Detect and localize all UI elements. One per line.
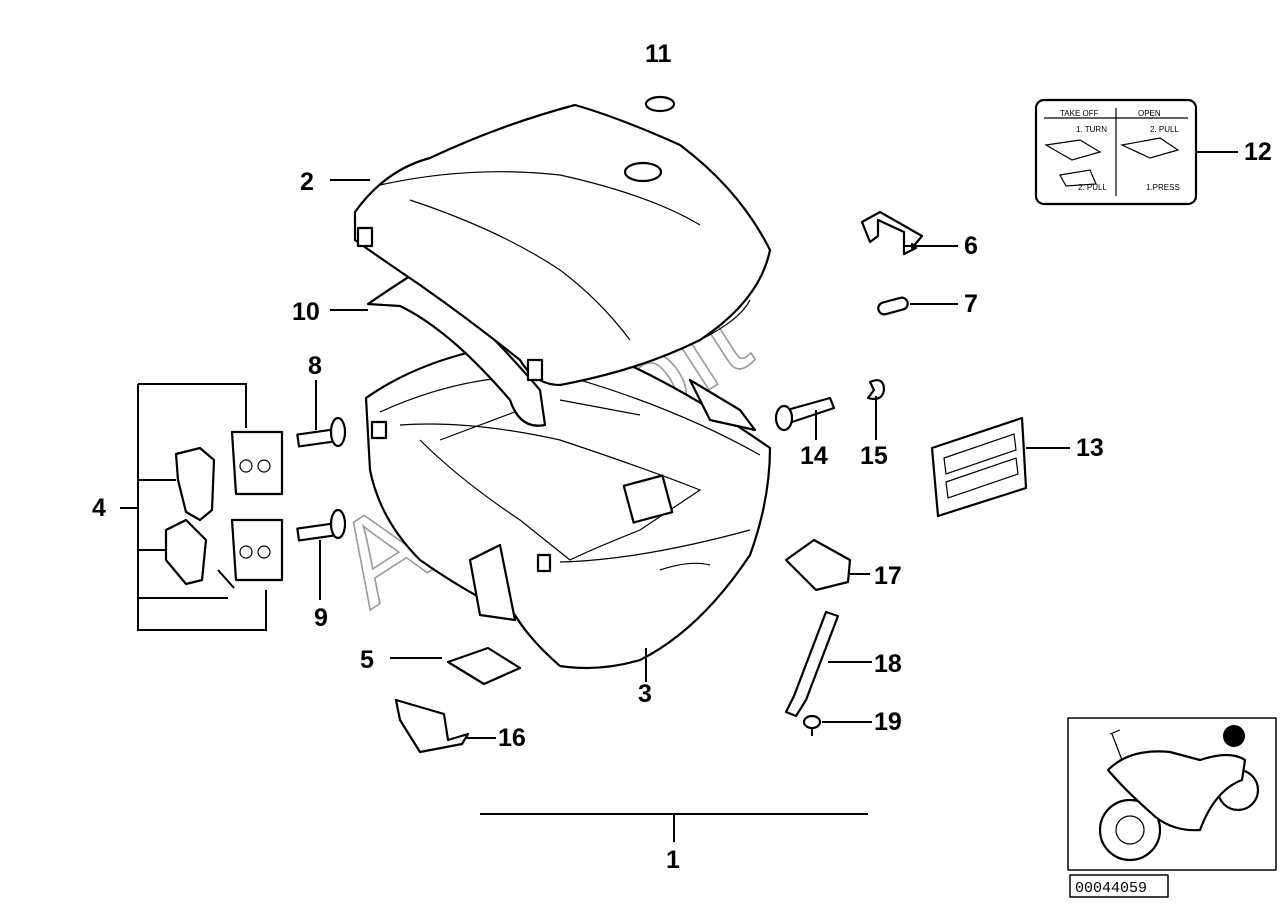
screw-19[interactable] xyxy=(802,714,822,736)
pad-5[interactable] xyxy=(446,646,522,686)
label-18: 18 xyxy=(874,650,902,678)
location-marker xyxy=(1223,725,1245,747)
clip-15[interactable] xyxy=(866,379,886,401)
diagram-code-box xyxy=(1069,874,1169,898)
label-16: 16 xyxy=(498,724,526,752)
callout-numbers: 11 2 12 6 7 10 8 14 15 13 4 17 9 5 18 3 … xyxy=(92,40,1272,874)
label-10: 10 xyxy=(292,298,320,326)
sticker-turn: 1. TURN xyxy=(1076,125,1107,134)
sticker-pull-right: 2. PULL xyxy=(1150,125,1179,134)
label-3: 3 xyxy=(638,680,652,708)
bolt-9[interactable] xyxy=(296,508,347,542)
label-2: 2 xyxy=(300,168,314,196)
wedge-17[interactable] xyxy=(784,538,852,592)
label-6: 6 xyxy=(964,232,978,260)
label-4: 4 xyxy=(92,494,106,522)
strap-18[interactable] xyxy=(784,610,840,718)
label-19: 19 xyxy=(874,708,902,736)
location-thumbnail xyxy=(1067,717,1277,871)
label-8: 8 xyxy=(308,352,322,380)
label-14: 14 xyxy=(800,442,828,470)
label-15: 15 xyxy=(860,442,888,470)
label-5: 5 xyxy=(360,646,374,674)
bracket-6[interactable] xyxy=(860,210,924,256)
diagram-code: 00044059 xyxy=(1075,880,1147,897)
leader-lines xyxy=(120,151,1238,842)
instruction-sticker: TAKE OFF OPEN 1. TURN 2. PULL 2. PULL 1.… xyxy=(1034,98,1198,206)
label-1: 1 xyxy=(666,846,680,874)
label-13: 13 xyxy=(1076,434,1104,462)
label-17: 17 xyxy=(874,562,902,590)
sticker-take-off: TAKE OFF xyxy=(1060,109,1099,118)
label-7: 7 xyxy=(964,290,978,318)
plate-13[interactable] xyxy=(930,416,1028,518)
sticker-open: OPEN xyxy=(1138,109,1161,118)
sticker-press: 1.PRESS xyxy=(1146,183,1180,192)
label-9: 9 xyxy=(314,604,328,632)
bracket-16[interactable] xyxy=(394,698,470,754)
cap-11[interactable] xyxy=(644,95,676,113)
label-11: 11 xyxy=(645,40,672,68)
sticker-pull-left: 2. PULL xyxy=(1078,183,1107,192)
case-lower-body[interactable] xyxy=(364,342,772,670)
spring-7[interactable] xyxy=(877,296,909,316)
bolt-8[interactable] xyxy=(296,416,347,448)
bolt-14[interactable] xyxy=(774,396,836,432)
case-lid[interactable] xyxy=(353,103,772,387)
label-12: 12 xyxy=(1244,138,1272,166)
lock-assembly-4[interactable] xyxy=(137,383,284,631)
